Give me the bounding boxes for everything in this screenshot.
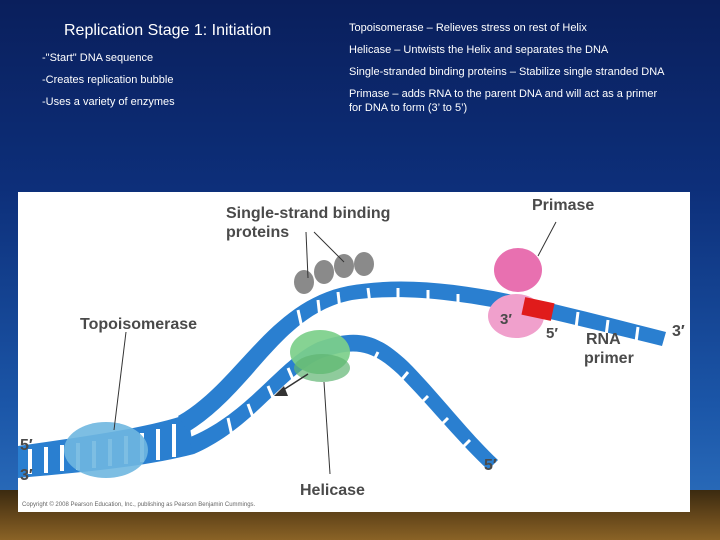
slide-title: Replication Stage 1: Initiation [64, 22, 272, 39]
diagram-canvas: Single-strand binding proteins Primase T… [18, 197, 685, 499]
replication-diagram: Single-strand binding proteins Primase T… [18, 192, 690, 512]
end-top-right: 3′ [672, 323, 685, 340]
rna-primer [521, 297, 555, 321]
definition-list: Topoisomerase – Relieves stress on rest … [349, 21, 669, 123]
label-primase: Primase [532, 197, 594, 214]
end-left-top: 5′ [20, 437, 33, 454]
definition-topoisomerase: Topoisomerase – Relieves stress on rest … [349, 22, 587, 34]
definition-helicase: Helicase – Untwists the Helix and separa… [349, 44, 609, 56]
end-primer-5: 5′ [546, 325, 558, 342]
ssb-protein [354, 252, 374, 276]
label-ssb-2: proteins [226, 224, 289, 241]
helicase-enzyme [290, 330, 350, 382]
bullet-list: -"Start" DNA sequence -Creates replicati… [42, 52, 322, 118]
helicase-direction-arrow [274, 386, 288, 396]
label-helicase: Helicase [300, 482, 365, 499]
bullet-item: -"Start" DNA sequence [42, 52, 154, 64]
label-rna-primer: RNA [586, 331, 621, 348]
definition-ssb: Single-stranded binding proteins – Stabi… [349, 66, 665, 78]
strand-rungs [226, 287, 640, 452]
bullet-item: -Uses a variety of enzymes [42, 96, 175, 108]
bullet-item: -Creates replication bubble [42, 74, 174, 86]
end-left-bottom: 3′ [20, 467, 33, 484]
label-topoisomerase: Topoisomerase [80, 316, 197, 333]
copyright-notice: Copyright © 2008 Pearson Education, Inc.… [22, 502, 256, 508]
label-rna-primer-2: primer [584, 350, 634, 367]
definition-primase: Primase – adds RNA to the parent DNA and… [349, 88, 658, 114]
ssb-protein [314, 260, 334, 284]
lagging-strand [188, 334, 498, 470]
label-ssb: Single-strand binding [226, 205, 390, 222]
end-primer-3: 3′ [500, 311, 512, 328]
ssb-protein [294, 270, 314, 294]
ssb-protein [334, 254, 354, 278]
pointer-lines [113, 221, 557, 475]
end-bottom-right: 5′ [484, 457, 497, 474]
topoisomerase-enzyme [64, 422, 148, 478]
ssb-protein-group [294, 252, 374, 294]
